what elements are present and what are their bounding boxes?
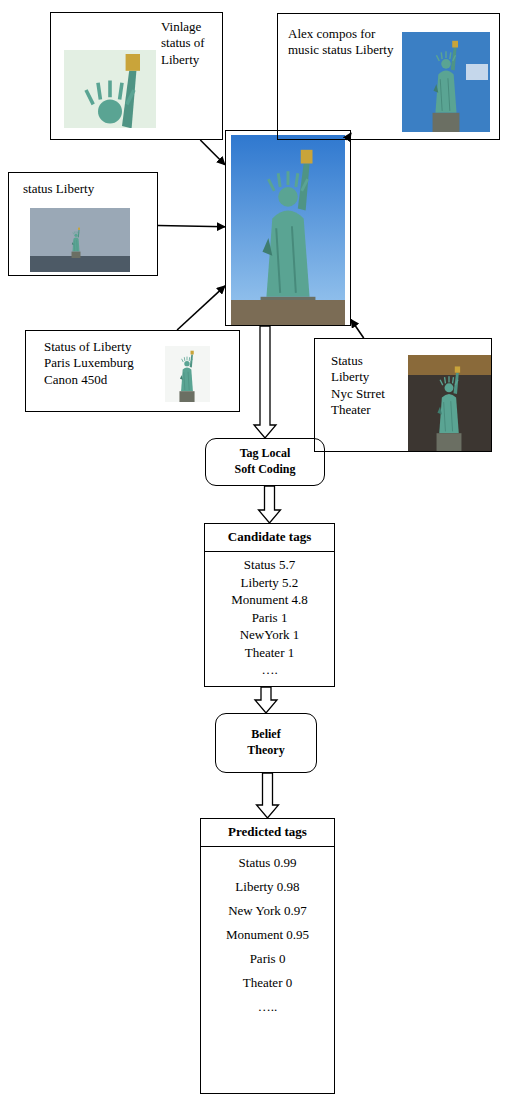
photo-logo [466,64,488,80]
block-arrow [259,486,281,523]
photo-bg [408,355,491,451]
tagged-image-box: status Liberty [8,172,158,276]
tag-score: New York 0.97 [201,899,334,923]
statue-photo [231,150,345,325]
image-tags: Alex compos for music status Liberty [288,26,398,59]
text-area: Status of Liberty Paris Luxemburg Canon … [44,339,142,388]
statue-photo [72,228,81,258]
process-box: Belief Theory [215,713,317,773]
tag-score: Liberty 0.98 [201,875,334,899]
block-arrow [257,773,279,818]
arrow-line [351,320,364,339]
text-area: status Liberty [23,181,148,197]
statue-photo [433,41,460,132]
tag-score: Paris 1 [205,609,334,627]
tag-score: Theater 1 [205,644,334,662]
statue-photo [437,366,462,451]
text-area: Status Liberty Nyc Strret Theater [331,353,393,418]
list-heading: Predicted tags [201,819,334,847]
text-area: Alex compos for music status Liberty [288,26,398,59]
tagged-image-box: Vinlage status of Liberty [50,12,223,140]
tag-score: …. [205,661,334,679]
tagged-image-box: Status Liberty Nyc Strret Theater [314,338,492,452]
list-heading: Candidate tags [205,524,334,552]
arrow-line [200,140,225,165]
block-arrow [255,687,277,713]
process-box: Tag Local Soft Coding [205,438,325,486]
image-tags: Status Liberty Nyc Strret Theater [331,353,393,418]
tag-score: Monument 0.95 [201,923,334,947]
tag-score: Status 0.99 [201,851,334,875]
text-area: Vinlage status of Liberty [161,19,217,68]
image-tags: status Liberty [23,181,148,197]
tag-score: Paris 0 [201,947,334,971]
photo-bg [30,208,130,272]
statue-photo [179,351,194,402]
photo-bg [402,32,490,132]
process-label: Tag Local Soft Coding [230,446,300,477]
tag-score: NewYork 1 [205,626,334,644]
tag-score: Status 5.7 [205,556,334,574]
block-arrow [254,326,276,438]
tagged-image-box: Alex compos for music status Liberty [277,13,500,140]
tag-score: ….. [201,995,334,1019]
process-label: Belief Theory [240,727,292,758]
tag-score: Theater 0 [201,971,334,995]
tag-score: Liberty 5.2 [205,574,334,592]
statue-photo [76,54,143,128]
tag-score: Monument 4.8 [205,591,334,609]
arrow-line [158,226,225,227]
image-tags: Status of Liberty Paris Luxemburg Canon … [44,339,142,388]
tag-list-box: Candidate tagsStatus 5.7Liberty 5.2Monum… [204,523,335,687]
image-tags: Vinlage status of Liberty [161,19,217,68]
photo-bg [408,355,491,375]
photo-water [30,256,130,272]
tagged-image-box: Status of Liberty Paris Luxemburg Canon … [25,330,240,412]
query-image-box [225,130,351,326]
photo-bg [165,346,210,402]
arrow-line [177,286,225,330]
tag-list-box: Predicted tagsStatus 0.99Liberty 0.98New… [200,818,335,1094]
